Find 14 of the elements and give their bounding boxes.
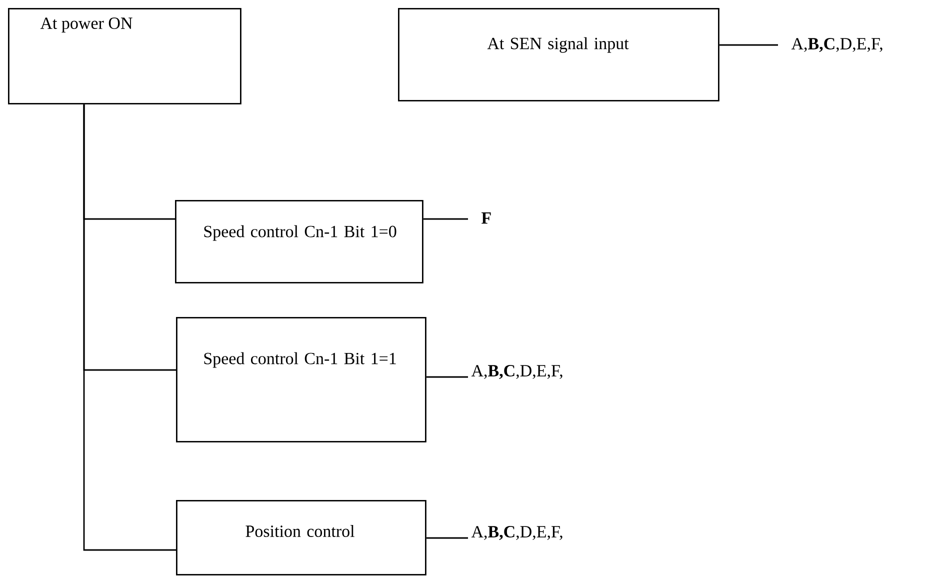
process-box: Speed control Cn-1 Bit 1=0 [175, 200, 424, 284]
process-box: Speed control Cn-1 Bit 1=1 [176, 317, 426, 442]
signal-list: A,B,C,D,E,F, [471, 526, 562, 540]
process-box: Position control [176, 500, 426, 576]
connector-line [719, 44, 778, 46]
connector-line [423, 218, 468, 220]
connector-line [426, 537, 468, 539]
signal-list: F [482, 212, 491, 224]
signal-list: A,B,C,D,E,F, [791, 38, 882, 52]
connector-line [83, 104, 176, 551]
connector-line [426, 376, 468, 378]
process-box: At SEN signal input [398, 8, 720, 102]
process-box: At power ON [8, 8, 242, 104]
signal-list: A,B,C,D,E,F, [471, 365, 562, 379]
